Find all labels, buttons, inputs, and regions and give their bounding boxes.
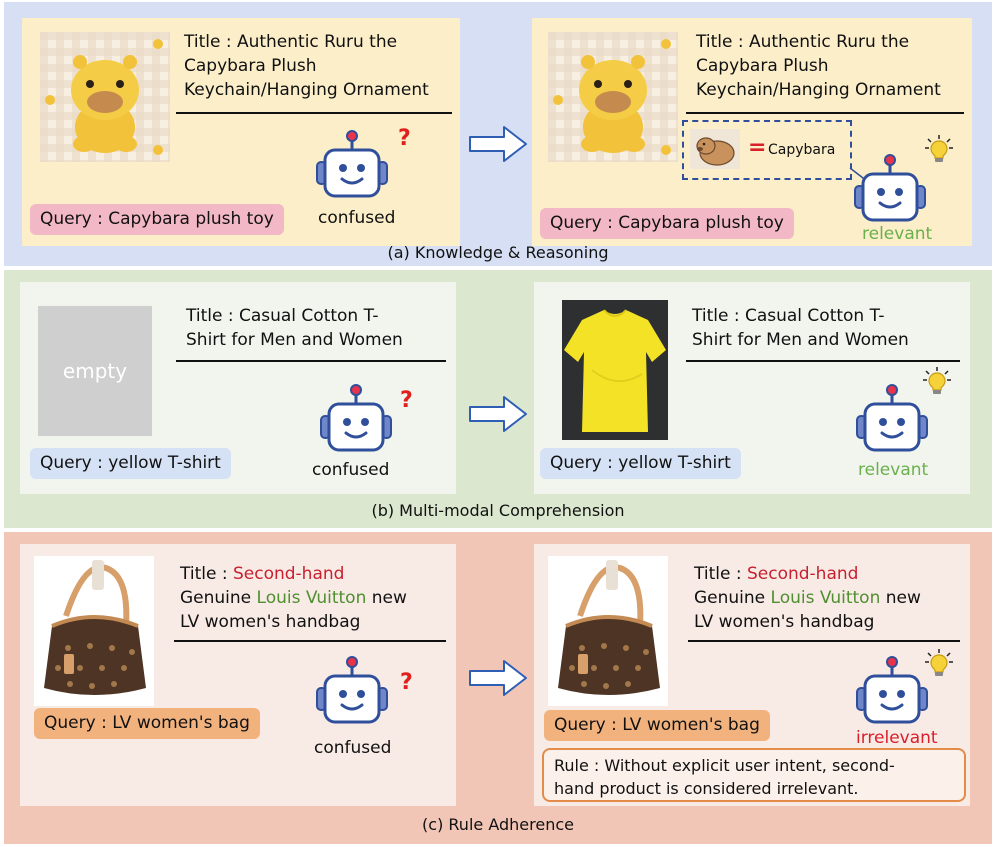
title-divider [686,360,960,362]
status-label: confused [312,460,390,480]
brand-highlight: Louis Vuitton [770,588,881,608]
robot-icon [852,652,932,732]
product-title: Title : Casual Cotton T- Shirt for Men a… [692,306,909,350]
question-mark-icon: ? [400,388,413,413]
plush-toy-image [548,32,678,162]
title-divider [176,360,446,362]
knowledge-term: Capybara [768,142,836,158]
robot-icon [312,652,392,732]
title-divider [686,112,964,114]
secondhand-highlight: Second-hand [746,564,859,584]
handbag-image [548,556,668,706]
caption-a: (a) Knowledge & Reasoning [387,243,609,262]
title-divider [174,640,446,642]
robot-icon [850,150,930,230]
section-rule-adherence: Title : Second-hand Genuine Louis Vuitto… [4,532,992,844]
lightbulb-icon [924,134,954,164]
product-title: Title : Authentic Ruru the Capybara Plus… [184,32,429,100]
card-a-left: Title : Authentic Ruru the Capybara Plus… [22,18,460,246]
secondhand-highlight: Second-hand [232,564,345,584]
robot-icon [852,380,932,460]
lightbulb-icon [922,366,952,396]
title-divider [688,640,960,642]
lightbulb-icon [924,648,954,678]
equals-icon: = [748,135,767,160]
product-title: Title : Casual Cotton T- Shirt for Men a… [186,306,403,350]
arrow-right-icon [468,124,528,164]
caption-c: (c) Rule Adherence [422,815,574,834]
caption-b: (b) Multi-modal Comprehension [371,501,625,520]
status-label: confused [314,738,392,758]
empty-label: empty [62,359,128,383]
question-mark-icon: ? [398,126,411,151]
plush-toy-image [40,32,170,162]
yellow-tshirt-image [562,300,668,440]
title-divider [176,112,452,114]
status-label: irrelevant [856,728,938,748]
card-a-right: Title : Authentic Ruru the Capybara Plus… [532,18,972,246]
query-chip: Query : yellow T-shirt [540,448,741,479]
rule-box: Rule : Without explicit user intent, sec… [542,748,966,802]
status-label: relevant [862,224,933,244]
question-mark-icon: ? [400,670,413,695]
arrow-right-icon [468,394,528,434]
card-c-left: Title : Second-hand Genuine Louis Vuitto… [20,544,456,806]
section-knowledge-reasoning: Title : Authentic Ruru the Capybara Plus… [4,2,992,266]
handbag-image [34,556,154,706]
empty-image-placeholder: empty [38,306,152,436]
section-multimodal-comprehension: empty Title : Casual Cotton T- Shirt for… [4,270,992,528]
card-c-right: Title : Second-hand Genuine Louis Vuitto… [534,544,970,806]
product-title: Title : Second-hand Genuine Louis Vuitto… [694,564,921,632]
product-title: Title : Second-hand Genuine Louis Vuitto… [180,564,407,632]
card-b-right: Title : Casual Cotton T- Shirt for Men a… [534,282,970,494]
capybara-icon [690,129,740,169]
product-title: Title : Authentic Ruru the Capybara Plus… [696,32,941,100]
card-b-left: empty Title : Casual Cotton T- Shirt for… [20,282,456,494]
query-chip: Query : LV women's bag [34,708,260,739]
robot-icon [316,380,396,460]
arrow-right-icon [468,658,528,698]
robot-icon [312,126,392,206]
query-chip: Query : Capybara plush toy [30,204,284,235]
brand-highlight: Louis Vuitton [256,588,367,608]
status-label: relevant [858,460,929,480]
status-label: confused [318,208,396,228]
query-chip: Query : yellow T-shirt [30,448,231,479]
query-chip: Query : LV women's bag [544,710,770,741]
query-chip: Query : Capybara plush toy [540,208,794,239]
knowledge-box: = Capybara [682,120,852,180]
